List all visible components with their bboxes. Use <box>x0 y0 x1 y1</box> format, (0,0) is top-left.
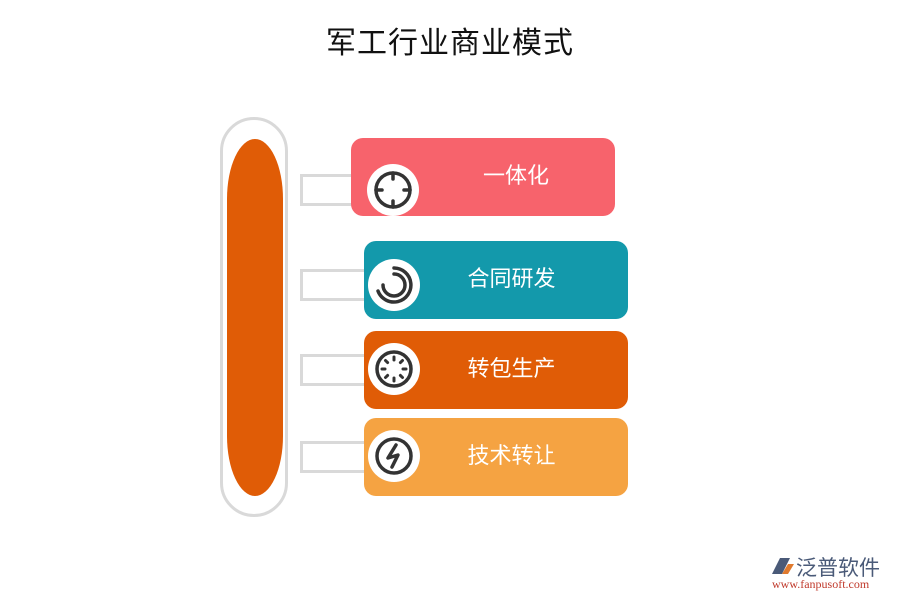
pill-fill <box>227 139 283 496</box>
logo-url: www.fanpusoft.com <box>772 577 870 591</box>
lightning-bolt-icon <box>375 437 413 475</box>
loading-spinner-icon <box>375 350 413 388</box>
icon-badge-4 <box>368 430 420 482</box>
card-label: 技术转让 <box>467 444 556 469</box>
card-label: 合同研发 <box>467 267 556 292</box>
page-title: 军工行业商业模式 <box>326 26 574 61</box>
brand-logo: 泛普软件 www.fanpusoft.com <box>768 552 898 596</box>
card-zhuanbaoshengchan: 转包生产 <box>364 331 628 409</box>
card-label: 转包生产 <box>467 357 556 382</box>
logo-name: 泛普软件 <box>796 556 880 580</box>
icon-badge-1 <box>367 164 419 216</box>
card-label: 一体化 <box>482 164 549 189</box>
concentric-arcs-icon <box>376 266 413 304</box>
icon-badge-2 <box>368 259 420 311</box>
fanpu-logo-icon <box>772 558 794 574</box>
icon-badge-3 <box>368 343 420 395</box>
crosshair-icon <box>374 171 412 209</box>
